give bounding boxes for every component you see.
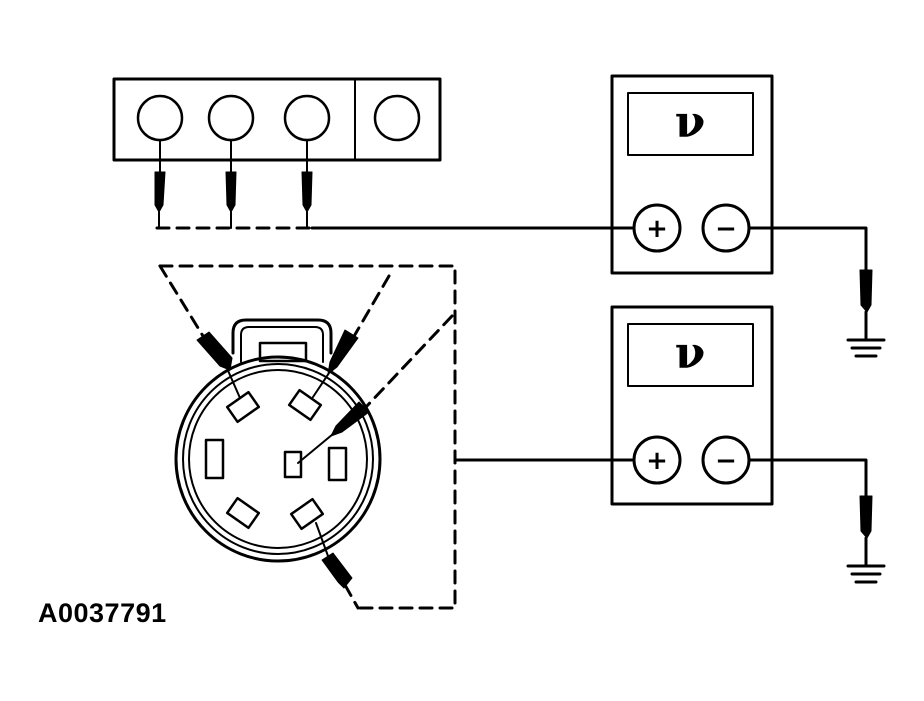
pin-upper-left xyxy=(225,390,261,424)
ground-icon xyxy=(846,338,886,358)
connector-pin-3 xyxy=(283,94,331,142)
locking-tab xyxy=(258,341,308,363)
meter-2-positive-terminal xyxy=(632,435,682,485)
pin-lower-left xyxy=(225,496,261,530)
meter-1-positive-label: + xyxy=(646,214,668,244)
meter-1-positive-terminal xyxy=(632,203,682,253)
voltmeter-1: ν + − xyxy=(610,74,774,275)
ground-icon xyxy=(846,564,886,584)
figure-id-label: A0037791 xyxy=(38,598,167,628)
meter-2-symbol: ν xyxy=(675,328,706,379)
meter-2-negative-label: − xyxy=(715,446,737,476)
meter-1-negative-label: − xyxy=(715,214,737,244)
meter-2-positive-label: + xyxy=(646,446,668,476)
pin-center xyxy=(283,450,303,479)
probe-tips xyxy=(196,329,370,589)
pin-lower-right xyxy=(289,497,325,531)
pin-left xyxy=(204,438,225,480)
connector-pin-4 xyxy=(373,94,421,142)
pin-right xyxy=(327,446,348,482)
connector-pin-1 xyxy=(136,94,184,142)
meter-1-symbol: ν xyxy=(675,97,706,148)
connector-probes xyxy=(154,139,313,229)
voltmeter-2: ν + − xyxy=(610,305,774,506)
round-connector-probes xyxy=(158,264,454,610)
probe-dashed-envelope xyxy=(158,264,457,610)
meter-1-ground-lead xyxy=(747,226,873,342)
harness-connector xyxy=(112,77,442,162)
round-connector xyxy=(174,318,382,563)
probe-wires xyxy=(225,365,334,557)
pin-upper-right xyxy=(287,388,323,422)
meter-2-ground-lead xyxy=(747,458,873,568)
connector-pin-2 xyxy=(207,94,255,142)
